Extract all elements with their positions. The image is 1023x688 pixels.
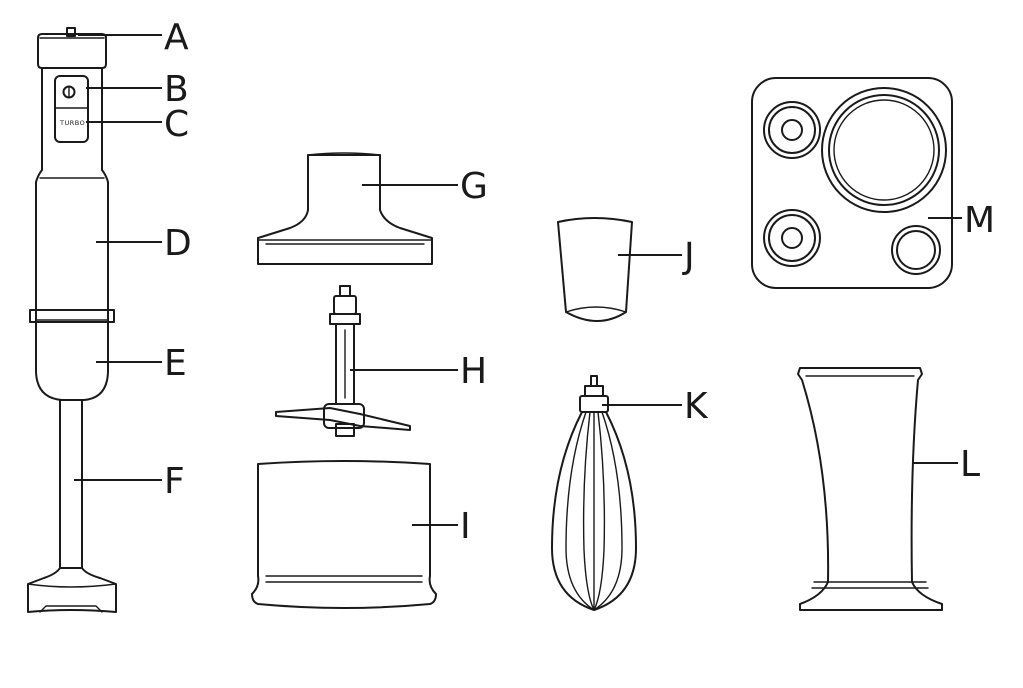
- turbo-button-text: TURBO: [59, 119, 85, 127]
- blade-guard-drawing: [557, 217, 633, 322]
- motor-body-drawing: [29, 67, 115, 323]
- chopper-bowl-drawing: [251, 460, 437, 609]
- top-cap-drawing: [37, 27, 107, 69]
- beaker-drawing: [797, 367, 943, 611]
- button-panel-drawing: [54, 75, 89, 143]
- label-b: B: [164, 69, 189, 110]
- label-k: K: [684, 386, 709, 427]
- shaft-drawing: [27, 399, 117, 613]
- storage-lid-drawing: [751, 77, 953, 289]
- label-e: E: [164, 343, 187, 384]
- label-l: L: [960, 444, 980, 485]
- label-m: M: [964, 200, 995, 241]
- label-j: J: [682, 236, 695, 277]
- label-a: A: [164, 17, 189, 58]
- label-f: F: [164, 461, 185, 502]
- whisk-drawing: [551, 375, 637, 611]
- label-h: H: [460, 351, 487, 392]
- label-g: G: [460, 166, 488, 207]
- chopper-lid-drawing: [257, 152, 433, 265]
- hand-blender: TURBO: [27, 27, 117, 613]
- label-d: D: [164, 223, 192, 264]
- leader-lines: [74, 34, 962, 526]
- label-c: C: [164, 104, 189, 145]
- lower-body-drawing: [35, 321, 109, 401]
- label-i: I: [460, 506, 471, 547]
- chopper-blade-drawing: [275, 285, 411, 437]
